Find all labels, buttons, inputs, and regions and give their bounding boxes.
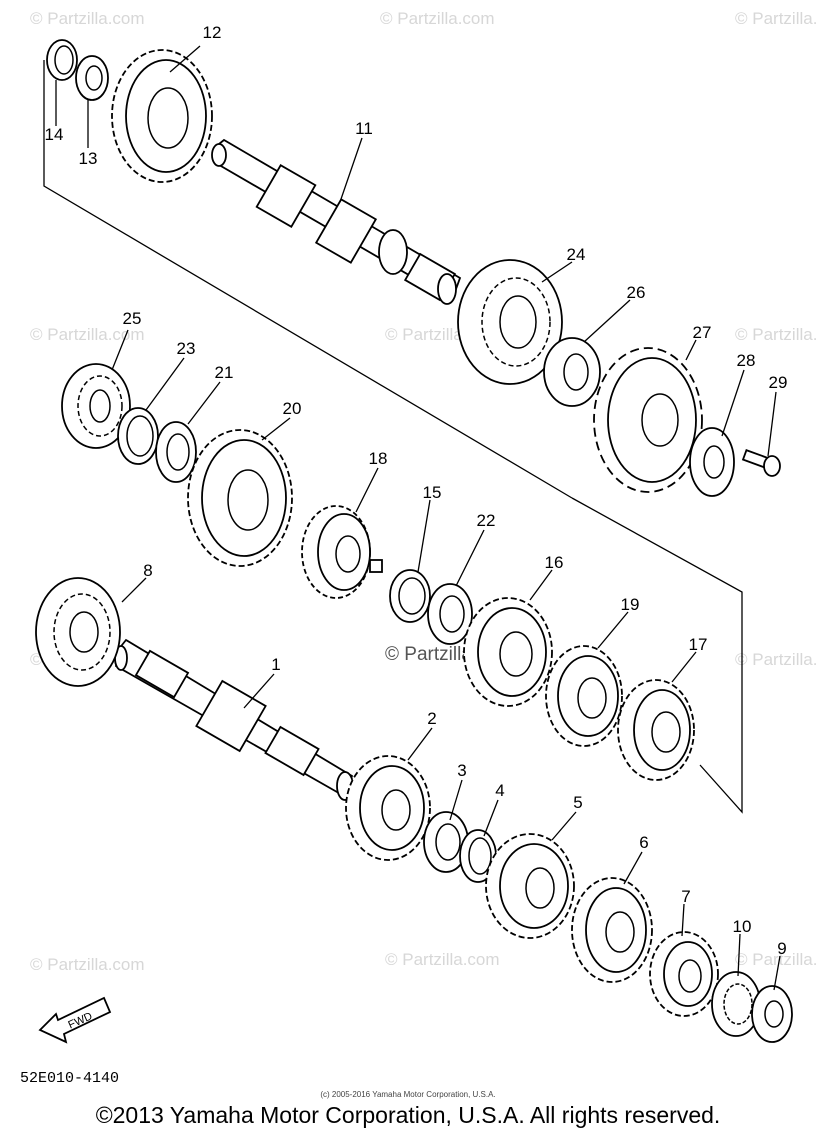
part-label-17: 17	[689, 635, 708, 654]
drive-sprocket-27	[593, 347, 703, 493]
bearing-8	[35, 577, 121, 687]
part-label-28: 28	[737, 351, 756, 370]
gear-5	[485, 833, 575, 939]
part-label-29: 29	[769, 373, 788, 392]
part-label-19: 19	[621, 595, 640, 614]
gear-20	[187, 429, 293, 567]
lock-washer-28	[689, 427, 735, 497]
gear-18	[301, 505, 383, 599]
washer-3	[423, 811, 469, 873]
watermark: © Partzilla.com	[735, 325, 816, 344]
part-label-24: 24	[567, 245, 586, 264]
gear-6	[571, 877, 653, 983]
part-label-6: 6	[639, 833, 648, 852]
part-label-5: 5	[573, 793, 582, 812]
source-note: (c) 2005-2016 Yamaha Motor Corporation, …	[320, 1090, 495, 1099]
part-label-11: 11	[355, 119, 373, 138]
part-label-20: 20	[283, 399, 302, 418]
gear-17	[617, 679, 695, 781]
gear-16	[463, 597, 553, 707]
part-label-10: 10	[733, 917, 752, 936]
circlip-4	[459, 829, 497, 883]
fwd-arrow-icon: FWD	[38, 996, 112, 1044]
drive-axle	[114, 638, 354, 801]
part-label-23: 23	[177, 339, 196, 358]
part-label-1: 1	[271, 655, 280, 674]
bearing-25	[61, 363, 131, 449]
bolt-29	[741, 449, 781, 477]
watermark: © Partzilla.com	[735, 950, 816, 969]
part-label-27: 27	[693, 323, 712, 342]
watermark: © Partzilla.com	[30, 955, 145, 974]
part-label-7: 7	[681, 887, 690, 906]
gear-2	[345, 755, 431, 861]
parts	[35, 39, 793, 1043]
part-number-labels: 14 13 12 11 24 26 27 28 29 25 23 21 20 1…	[45, 23, 788, 958]
part-label-26: 26	[627, 283, 646, 302]
part-label-4: 4	[495, 781, 504, 800]
collar-9	[751, 985, 793, 1043]
watermark: © Partzilla.com	[30, 9, 145, 28]
watermark: © Partzilla.com	[30, 325, 145, 344]
part-label-18: 18	[369, 449, 388, 468]
bearing-10	[711, 971, 761, 1037]
part-label-2: 2	[427, 709, 436, 728]
bearing-24	[457, 259, 563, 385]
assembly-bracket-lines	[43, 60, 743, 814]
watermark: © Partzilla.com	[380, 9, 495, 28]
washer-21	[155, 421, 197, 483]
gear-7	[649, 931, 719, 1017]
part-label-8: 8	[143, 561, 152, 580]
part-label-15: 15	[423, 483, 442, 502]
part-label-14: 14	[45, 125, 64, 144]
diagram-code: 52E010-4140	[20, 1070, 119, 1087]
watermark: © Partzilla.com	[735, 9, 816, 28]
part-label-9: 9	[777, 939, 786, 958]
circlip-23	[117, 407, 159, 465]
circlip-14	[46, 39, 78, 81]
washer-22	[427, 583, 473, 645]
part-label-25: 25	[123, 309, 142, 328]
watermark: © Partzilla.com	[385, 950, 500, 969]
main-axle	[211, 138, 462, 305]
gear-12	[111, 49, 213, 183]
collar-26	[543, 337, 601, 407]
part-label-12: 12	[203, 23, 222, 42]
part-label-21: 21	[215, 363, 234, 382]
watermark: © Partzilla.com	[735, 650, 816, 669]
leader-lines	[55, 45, 781, 991]
part-label-3: 3	[457, 761, 466, 780]
copyright-footer: ©2013 Yamaha Motor Corporation, U.S.A. A…	[95, 1102, 721, 1128]
circlip-15	[389, 569, 431, 623]
washer-13	[75, 55, 109, 101]
part-label-13: 13	[79, 149, 98, 168]
gear-19	[545, 645, 623, 747]
part-label-22: 22	[477, 511, 496, 530]
part-label-16: 16	[545, 553, 564, 572]
